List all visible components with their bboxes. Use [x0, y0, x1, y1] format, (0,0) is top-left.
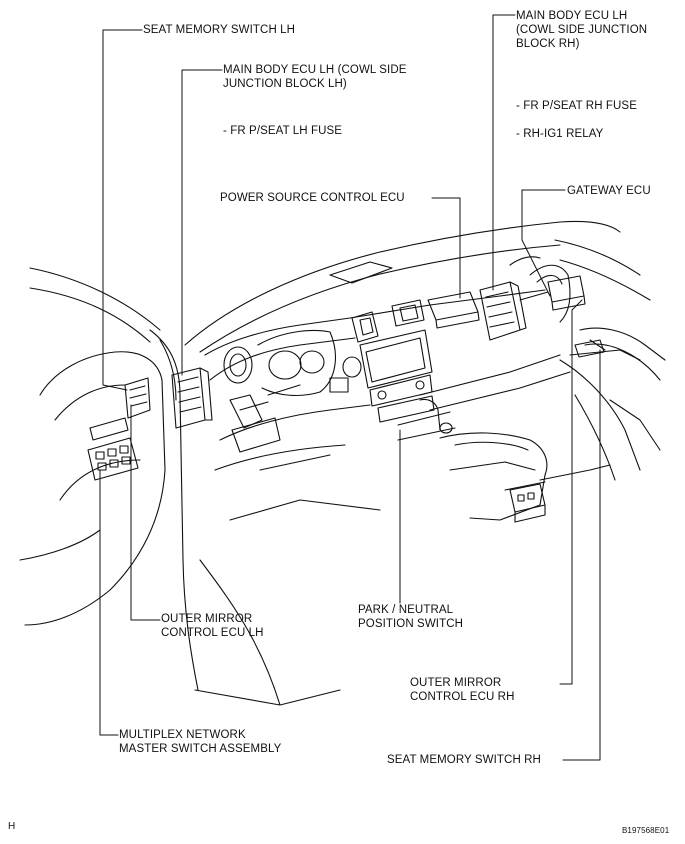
label-line-2: (COWL SIDE JUNCTION	[516, 24, 648, 36]
label-fr-pseat-rh-fuse: - FR P/SEAT RH FUSE	[516, 99, 637, 113]
label-text: - FR P/SEAT RH FUSE	[516, 100, 637, 112]
component-main-body-ecu-lh	[171, 367, 213, 429]
component-seat-memory-switch-rh	[574, 339, 605, 358]
label-main-body-ecu-lh-cowl: MAIN BODY ECU LH (COWL SIDE JUNCTION BLO…	[223, 63, 407, 91]
instrument-panel	[223, 329, 362, 453]
label-gateway-ecu: GATEWAY ECU	[567, 184, 651, 198]
label-text: GATEWAY ECU	[567, 185, 651, 197]
label-line-2: POSITION SWITCH	[358, 618, 463, 630]
corner-mark-text: H	[8, 821, 16, 832]
component-gateway-ecu	[547, 275, 586, 311]
label-line-1: PARK / NEUTRAL	[358, 604, 454, 616]
component-main-body-ecu-rh	[479, 281, 527, 341]
label-rh-ig1-relay: - RH-IG1 RELAY	[516, 127, 603, 141]
component-master-switch	[87, 417, 139, 481]
label-multiplex-network-master-switch: MULTIPLEX NETWORK MASTER SWITCH ASSEMBLY	[119, 728, 281, 756]
label-text: SEAT MEMORY SWITCH RH	[387, 754, 541, 766]
center-console	[439, 432, 611, 523]
right-side	[519, 239, 666, 481]
label-power-source-control-ecu: POWER SOURCE CONTROL ECU	[220, 191, 405, 205]
label-seat-memory-switch-lh: SEAT MEMORY SWITCH LH	[143, 23, 295, 37]
label-park-neutral-position-switch: PARK / NEUTRAL POSITION SWITCH	[358, 603, 463, 631]
label-text: SEAT MEMORY SWITCH LH	[143, 24, 296, 36]
component-power-source-control-ecu	[427, 291, 480, 329]
body-outline	[19, 267, 381, 706]
label-outer-mirror-control-ecu-rh: OUTER MIRROR CONTROL ECU RH	[410, 676, 514, 704]
label-seat-memory-switch-rh: SEAT MEMORY SWITCH RH	[387, 753, 541, 767]
label-main-body-ecu-lh-rh: MAIN BODY ECU LH (COWL SIDE JUNCTION BLO…	[516, 9, 647, 51]
label-line-1: OUTER MIRROR	[161, 613, 253, 625]
label-fr-pseat-lh-fuse: - FR P/SEAT LH FUSE	[223, 124, 342, 138]
center-stack	[351, 299, 456, 441]
label-line-2: MASTER SWITCH ASSEMBLY	[119, 743, 282, 755]
label-line-1: MAIN BODY ECU LH	[516, 10, 628, 22]
label-text: - RH-IG1 RELAY	[516, 128, 604, 140]
label-line-2: JUNCTION BLOCK LH)	[223, 78, 347, 90]
label-line-2: CONTROL ECU RH	[410, 691, 515, 703]
corner-mark-left: H	[8, 820, 15, 834]
figure-code-text: B197568E01	[622, 826, 670, 835]
label-text: POWER SOURCE CONTROL ECU	[220, 192, 405, 204]
label-outer-mirror-control-ecu-lh: OUTER MIRROR CONTROL ECU LH	[161, 612, 264, 640]
dashboard-top	[184, 220, 621, 471]
label-line-2: CONTROL ECU LH	[161, 627, 264, 639]
label-line-3: BLOCK RH)	[516, 38, 580, 50]
figure-code: B197568E01	[622, 826, 669, 836]
label-line-1: OUTER MIRROR	[410, 677, 502, 689]
component-seat-memory-switch-lh	[124, 377, 151, 419]
label-line-1: MULTIPLEX NETWORK	[119, 729, 246, 741]
label-text: - FR P/SEAT LH FUSE	[223, 125, 343, 137]
label-line-1: MAIN BODY ECU LH (COWL SIDE	[223, 64, 407, 76]
leader-lines	[99, 14, 601, 761]
